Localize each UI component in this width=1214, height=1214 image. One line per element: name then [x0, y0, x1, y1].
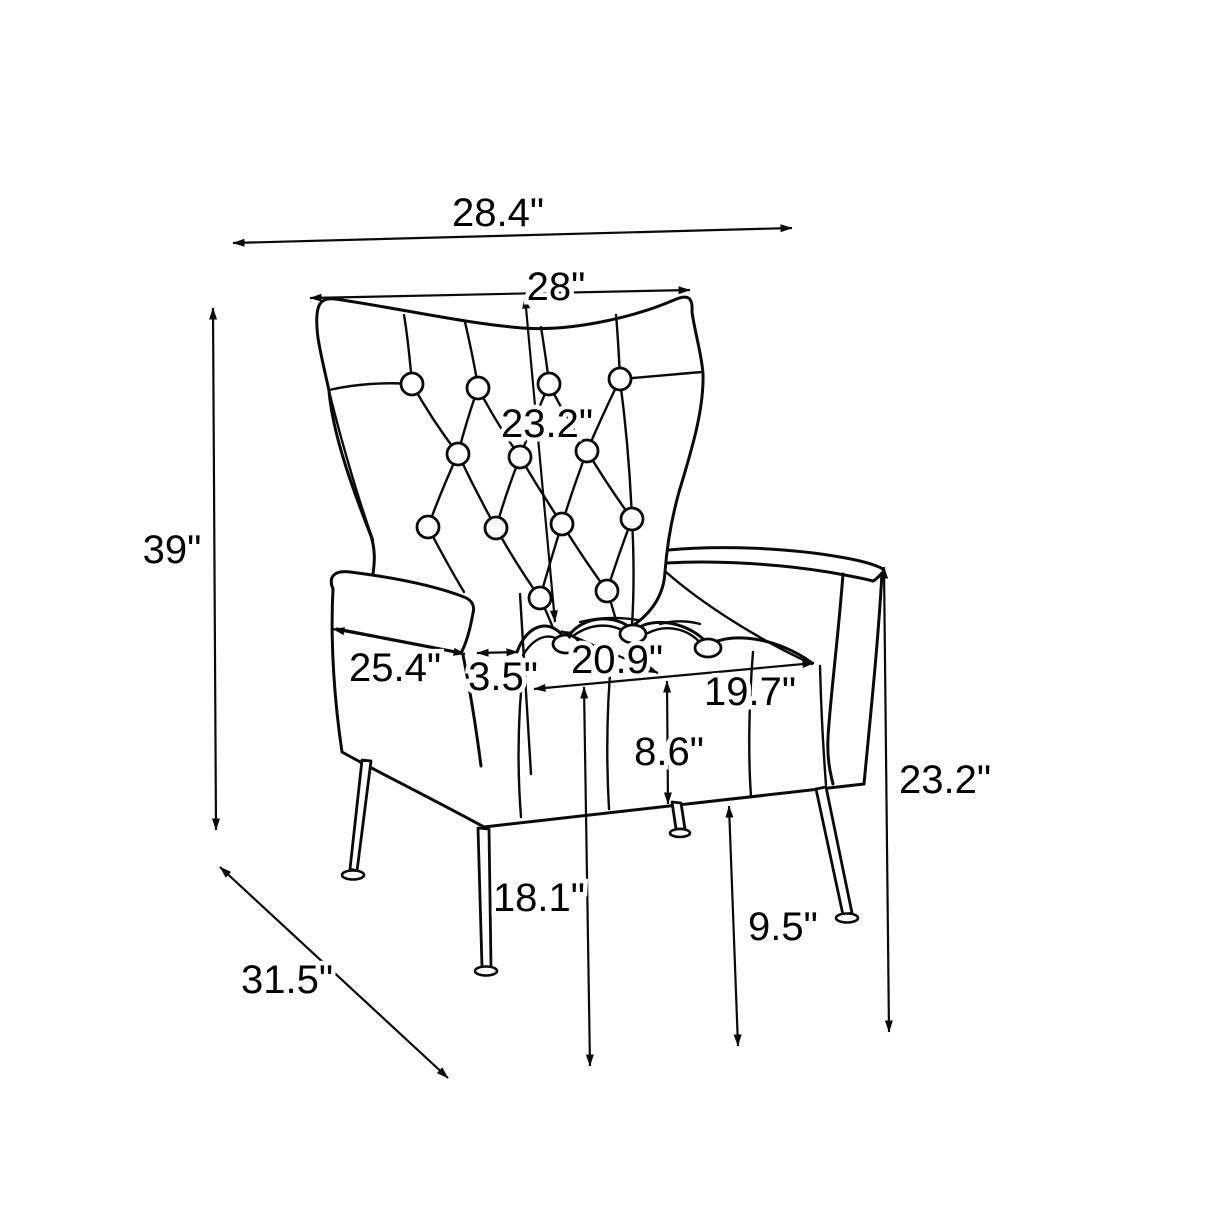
- dim-seat-depth-label: 20.9": [571, 638, 663, 682]
- backrest-outline: [315, 295, 705, 628]
- dim-overall-height-label: 39": [143, 528, 202, 572]
- front-right-foot: [834, 912, 860, 924]
- front-left-foot: [473, 965, 499, 977]
- chair-base: [340, 750, 866, 829]
- dim-back-width-line: [309, 286, 691, 302]
- dim-back-height-label: 23.2": [501, 402, 593, 446]
- dim-overall-width-line: [232, 224, 793, 247]
- dimension-labels: 28.4" 28" 23.2" 39" 25.4" 3.5" 20.9" 19.…: [138, 187, 995, 1007]
- dim-seat-thickness-line: [663, 680, 672, 805]
- dim-back-to-arm-gap-line: [476, 648, 519, 657]
- rear-right-leg: [670, 800, 687, 831]
- rear-left-foot: [340, 869, 366, 881]
- dim-arm-length-label: 25.4": [349, 646, 441, 690]
- wingback-chair-drawing: [315, 295, 886, 977]
- dim-seat-width-label: 19.7": [704, 670, 796, 714]
- dim-seat-width-line: [533, 660, 815, 692]
- rear-right-foot: [668, 827, 692, 839]
- dim-seat-height-label: 18.1": [493, 876, 585, 920]
- dim-back-height-line: [522, 296, 558, 623]
- dim-arm-height-line: [880, 566, 893, 1033]
- rear-left-leg: [348, 758, 373, 873]
- back-tufting-seams: [327, 313, 704, 630]
- dim-arm-height-label: 23.2": [899, 758, 991, 802]
- dim-overall-depth-label: 31.5": [241, 958, 333, 1002]
- dim-overall-depth-line: [219, 866, 449, 1079]
- front-right-leg: [814, 785, 854, 917]
- dim-arm-length-line: [332, 627, 466, 656]
- dim-rear-leg-height-line: [725, 805, 742, 1047]
- dimension-lines: [209, 224, 893, 1079]
- dim-seat-height-line: [580, 686, 594, 1067]
- dim-back-width-label: 28": [527, 265, 586, 309]
- dim-overall-width-label: 28.4": [452, 191, 544, 235]
- front-left-leg: [476, 826, 493, 969]
- dim-rear-leg-height-label: 9.5": [748, 905, 818, 949]
- dim-seat-thickness-label: 8.6": [634, 730, 704, 774]
- dim-back-to-arm-gap-label: 3.5": [468, 655, 538, 699]
- dim-overall-height-line: [209, 307, 220, 831]
